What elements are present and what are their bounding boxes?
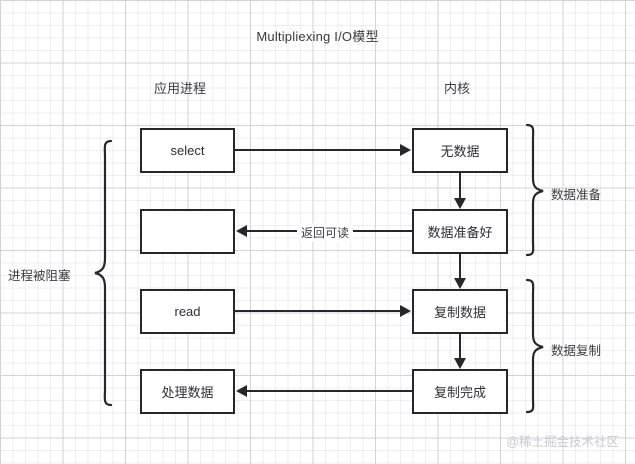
edge-data-ready-to-copy-data — [459, 254, 461, 282]
arrowhead-data-ready-to-copy-data-icon — [454, 278, 466, 289]
edge-label-return-readable: 返回可读 — [297, 223, 354, 242]
edge-read-to-copy-data — [235, 310, 401, 312]
arrowhead-copy-data-to-copy-done-icon — [454, 358, 466, 369]
node-process-data[interactable]: 处理数据 — [140, 369, 235, 414]
brace-process-blocked — [90, 136, 116, 415]
brace-label-process-blocked: 进程被阻塞 — [8, 269, 71, 283]
arrowhead-read-to-copy-data-icon — [400, 305, 411, 317]
arrowhead-select-to-no-data-icon — [400, 144, 411, 156]
page-title: Multipliexing I/O模型 — [256, 29, 379, 44]
brace-data-copy — [522, 275, 548, 422]
edge-select-to-no-data — [235, 149, 401, 151]
edge-copy-done-to-process-data — [247, 390, 412, 392]
arrowhead-data-ready-to-blank-icon — [236, 225, 247, 237]
edge-no-data-to-data-ready — [459, 173, 461, 201]
column-header-application-process: 应用进程 — [154, 81, 207, 96]
node-copy-done[interactable]: 复制完成 — [412, 369, 508, 414]
edge-copy-data-to-copy-done — [459, 334, 461, 362]
node-read[interactable]: read — [140, 289, 235, 334]
brace-label-data-preparation: 数据准备 — [551, 188, 602, 202]
arrowhead-copy-done-to-process-data-icon — [236, 385, 247, 397]
node-blank[interactable] — [140, 209, 235, 254]
brace-label-data-copy: 数据复制 — [551, 344, 602, 358]
node-no-data[interactable]: 无数据 — [412, 128, 508, 173]
node-copy-data[interactable]: 复制数据 — [412, 289, 508, 334]
node-select[interactable]: select — [140, 128, 235, 173]
watermark: @稀土掘金技术社区 — [506, 435, 619, 449]
brace-data-preparation — [522, 120, 548, 265]
column-header-kernel: 内核 — [444, 81, 471, 96]
arrowhead-no-data-to-data-ready-icon — [454, 198, 466, 209]
node-data-ready[interactable]: 数据准备好 — [412, 209, 508, 254]
